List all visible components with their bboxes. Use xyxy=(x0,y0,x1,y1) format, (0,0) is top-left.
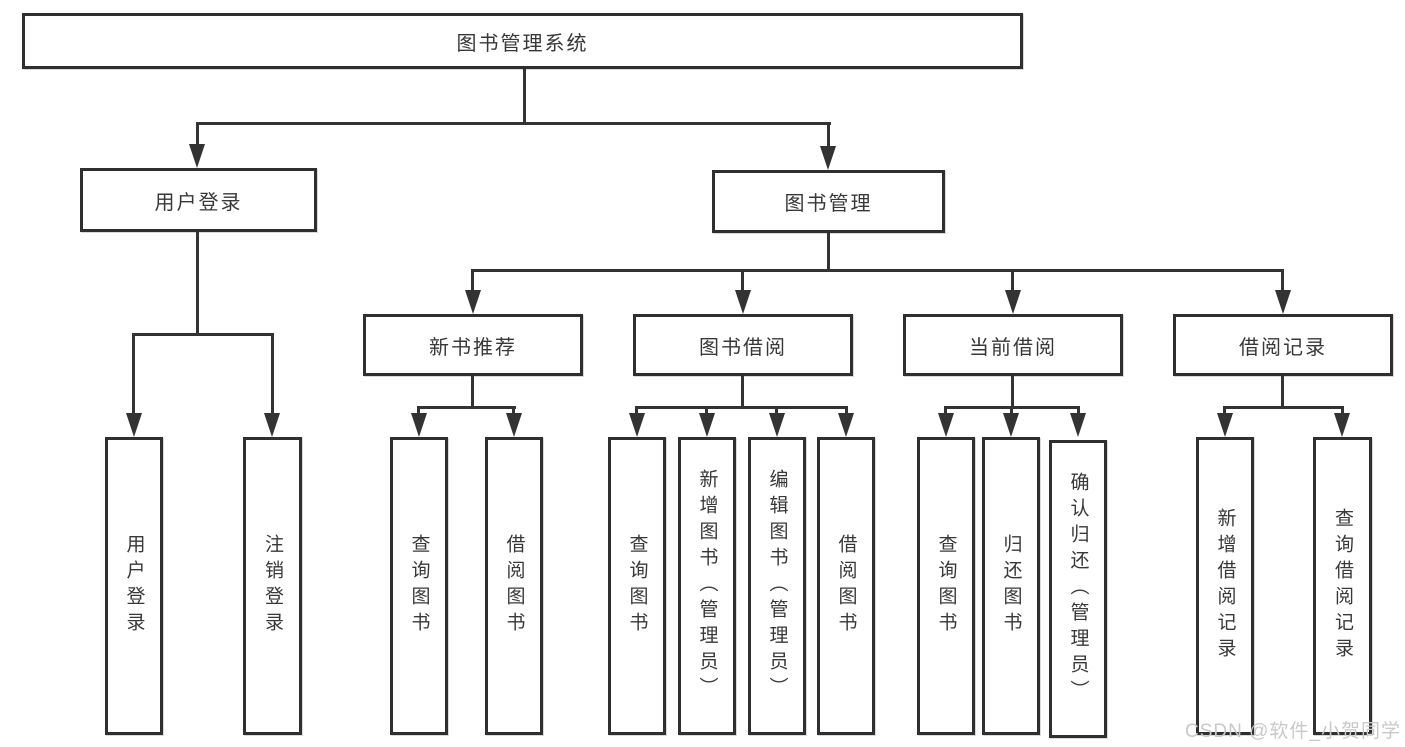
leaf-query-borrow-record: 查询借阅记录 xyxy=(1313,437,1372,735)
leaf-label: 查询图书 xyxy=(408,534,430,638)
connector-line xyxy=(132,333,135,414)
node-new-book-recommendation: 新书推荐 xyxy=(363,314,583,376)
connector-line xyxy=(417,406,516,409)
node-library-management-system: 图书管理系统 xyxy=(22,13,1023,69)
leaf-confirm-return-admin: 确认归还（管理员） xyxy=(1049,440,1107,738)
arrow-icon xyxy=(735,290,751,314)
connector-line xyxy=(845,406,848,416)
connector-line xyxy=(471,269,1284,272)
leaf-label: 新增借阅记录 xyxy=(1214,508,1236,664)
leaf-borrow-books-2: 借阅图书 xyxy=(817,437,875,735)
arrow-icon xyxy=(264,413,280,437)
node-label: 图书管理 xyxy=(784,193,873,215)
connector-line xyxy=(1223,406,1344,409)
connector-line xyxy=(471,269,474,292)
leaf-label: 查询图书 xyxy=(935,534,957,638)
node-label: 图书借阅 xyxy=(699,336,787,359)
connector-line xyxy=(1341,406,1344,416)
leaf-label: 用户登录 xyxy=(123,534,145,638)
connector-line xyxy=(1281,269,1284,292)
node-label: 借阅记录 xyxy=(1239,336,1327,359)
leaf-query-books-3: 查询图书 xyxy=(917,437,975,735)
connector-line xyxy=(196,122,199,146)
connector-line xyxy=(196,122,831,125)
connector-line xyxy=(1281,376,1284,408)
connector-line xyxy=(635,406,848,409)
arrow-icon xyxy=(838,413,854,437)
connector-line xyxy=(133,333,274,336)
node-label: 新书推荐 xyxy=(429,336,517,359)
arrow-icon xyxy=(1334,413,1350,437)
connector-line xyxy=(196,232,199,336)
arrow-icon xyxy=(1005,290,1021,314)
connector-line xyxy=(1011,376,1014,408)
leaf-label: 编辑图书（管理员） xyxy=(766,469,788,703)
leaf-label: 借阅图书 xyxy=(835,534,857,638)
connector-line xyxy=(512,406,515,416)
leaf-return-books: 归还图书 xyxy=(982,437,1040,735)
connector-line xyxy=(1011,269,1014,292)
connector-line xyxy=(827,233,830,271)
leaf-add-books-admin: 新增图书（管理员） xyxy=(678,437,736,735)
connector-line xyxy=(827,122,830,146)
connector-line xyxy=(741,376,744,408)
node-user-login: 用户登录 xyxy=(80,168,317,232)
connector-line xyxy=(1010,406,1013,416)
leaf-label: 新增图书（管理员） xyxy=(696,469,718,703)
connector-line xyxy=(271,333,274,414)
leaf-logout: 注销登录 xyxy=(243,437,302,735)
node-book-borrowing: 图书借阅 xyxy=(633,314,853,376)
arrow-icon xyxy=(1003,413,1019,437)
arrow-icon xyxy=(1217,413,1233,437)
connector-line xyxy=(705,406,708,416)
connector-line xyxy=(944,406,947,416)
node-label: 当前借阅 xyxy=(969,336,1057,359)
arrow-icon xyxy=(1070,413,1086,437)
arrow-icon xyxy=(1275,290,1291,314)
arrow-icon xyxy=(189,144,205,168)
arrow-icon xyxy=(820,146,836,170)
connector-line xyxy=(775,406,778,416)
node-borrowing-records: 借阅记录 xyxy=(1173,314,1393,376)
node-label: 图书管理系统 xyxy=(456,32,589,55)
arrow-icon xyxy=(465,290,481,314)
arrow-icon xyxy=(699,413,715,437)
connector-line xyxy=(635,406,638,416)
arrow-icon xyxy=(126,413,142,437)
leaf-label: 归还图书 xyxy=(1000,534,1022,638)
leaf-label: 确认归还（管理员） xyxy=(1067,472,1089,706)
arrow-icon xyxy=(629,413,645,437)
connector-line xyxy=(741,269,744,292)
csdn-watermark: CSDN @软件_小贺同学 xyxy=(1185,721,1401,742)
node-current-borrowing: 当前借阅 xyxy=(903,314,1123,376)
connector-line xyxy=(1223,406,1226,416)
connector-line xyxy=(471,376,474,408)
node-label: 用户登录 xyxy=(154,191,243,214)
leaf-add-borrow-record: 新增借阅记录 xyxy=(1196,437,1254,735)
arrow-icon xyxy=(506,413,522,437)
connector-line xyxy=(1077,406,1080,416)
connector-line xyxy=(523,69,526,122)
node-book-management: 图书管理 xyxy=(712,170,945,233)
leaf-edit-books-admin: 编辑图书（管理员） xyxy=(748,437,806,735)
leaf-label: 查询图书 xyxy=(626,534,648,638)
leaf-label: 借阅图书 xyxy=(503,534,525,638)
leaf-label: 注销登录 xyxy=(262,534,283,638)
leaf-query-books-2: 查询图书 xyxy=(608,437,666,735)
arrow-icon xyxy=(938,413,954,437)
arrow-icon xyxy=(769,413,785,437)
connector-line xyxy=(417,406,420,416)
leaf-label: 查询借阅记录 xyxy=(1332,508,1353,664)
leaf-borrow-books-1: 借阅图书 xyxy=(485,437,543,735)
arrow-icon xyxy=(411,413,427,437)
leaf-query-books-1: 查询图书 xyxy=(390,437,448,735)
leaf-user-login: 用户登录 xyxy=(105,437,163,735)
